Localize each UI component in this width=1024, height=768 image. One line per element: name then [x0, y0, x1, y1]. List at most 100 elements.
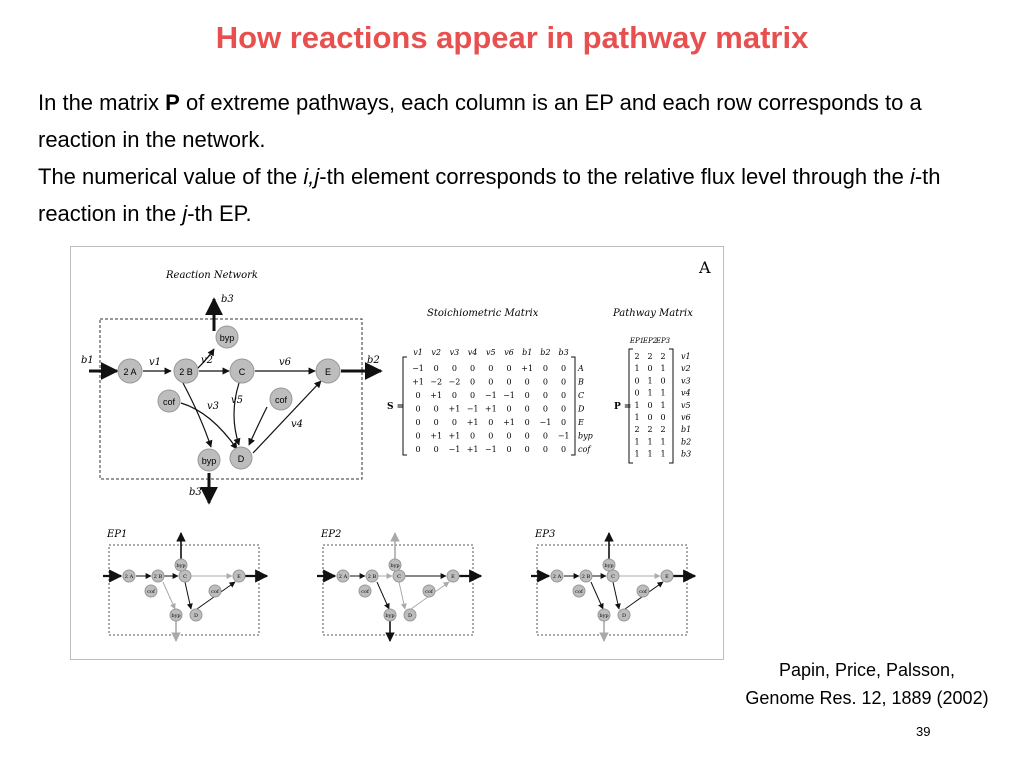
node-d: [229, 446, 253, 470]
v5-arrow: [233, 382, 241, 446]
pathway-bracket-right: [669, 348, 674, 464]
stoich-cell: 0: [561, 378, 566, 387]
node-2a: [117, 358, 143, 384]
stoich-cell: 0: [452, 391, 457, 400]
stoich-cell: 0: [561, 445, 566, 454]
pathway-cell: 2: [634, 425, 639, 434]
ep-node-cof-right-label: cof: [425, 589, 434, 595]
stoich-bracket-right: [571, 356, 576, 456]
stoich-column-header: b1: [522, 348, 532, 357]
panel-label: A: [698, 258, 711, 277]
pathway-bracket-left: [628, 348, 633, 464]
stoich-cell: 0: [525, 445, 530, 454]
stoich-cell: 0: [543, 445, 548, 454]
stoich-column-header: v4: [468, 348, 478, 357]
stoich-cell: +1: [485, 405, 497, 414]
pathway-cell: 1: [660, 437, 665, 446]
node-byp-top: [215, 325, 239, 349]
node-c-label: C: [239, 367, 246, 377]
paragraph-1: In the matrix P of extreme pathways, eac…: [38, 90, 922, 152]
stoich-title: Stoichiometric Matrix: [427, 308, 539, 319]
ep-node-d-label: D: [622, 613, 626, 619]
pathway-cell: 1: [634, 450, 639, 459]
stoich-cell: −1: [485, 445, 497, 454]
stoich-cell: 0: [434, 445, 439, 454]
stoich-cell: 0: [470, 391, 475, 400]
pathway-row-label: b2: [681, 437, 691, 446]
v6-label: v6: [279, 357, 292, 368]
pathway-cell: 1: [647, 450, 652, 459]
ep-node-byp-top: [602, 558, 616, 572]
stoich-cell: 0: [434, 418, 439, 427]
stoich-cell: 0: [452, 364, 457, 373]
node-cof-right-label: cof: [275, 395, 288, 405]
pathway-title: Pathway Matrix: [612, 308, 693, 319]
stoich-cell: 0: [506, 378, 511, 387]
network-boundary: [99, 318, 363, 480]
ep-v5-arrow: [612, 581, 621, 610]
stoich-cell: 0: [543, 378, 548, 387]
node-cof-right: [269, 387, 293, 411]
b2-label: b2: [367, 355, 380, 366]
stoich-cell: 0: [415, 432, 420, 441]
pathway-cell: 0: [647, 413, 652, 422]
stoich-cell: −1: [558, 432, 570, 441]
pathway-cell: 1: [634, 437, 639, 446]
ep-node-e: [232, 569, 246, 583]
v4-label: v4: [291, 419, 303, 430]
stoich-cell: 0: [525, 432, 530, 441]
stoich-cell: +1: [467, 445, 479, 454]
stoich-cell: 0: [561, 405, 566, 414]
stoich-row-label: byp: [578, 432, 593, 441]
v2-byp-arrow: [196, 348, 215, 370]
b3-bottom-label: b3: [189, 487, 202, 498]
slide-title: How reactions appear in pathway matrix: [215, 20, 809, 55]
node-d-label: D: [238, 454, 245, 464]
stoich-cell: −1: [540, 418, 552, 427]
ep-panel-boundary: [108, 544, 260, 636]
ep-panel-title: EP2: [320, 529, 341, 540]
ep-node-e-label: E: [451, 574, 455, 580]
pathway-cell: 1: [660, 389, 665, 398]
pathway-column-header: EP3: [655, 337, 671, 345]
node-byp-top-label: byp: [220, 333, 235, 343]
ep-node-cof-left-label: cof: [147, 589, 156, 595]
pathway-cell: 0: [634, 376, 639, 385]
stoich-cell: −1: [467, 405, 479, 414]
stoich-cell: 0: [561, 364, 566, 373]
stoich-cell: 0: [470, 432, 475, 441]
stoich-column-header: v3: [450, 348, 460, 357]
ep-node-byp-bottom: [597, 608, 611, 622]
pathway-row-label: b1: [681, 425, 691, 434]
ep-node-d-label: D: [194, 613, 198, 619]
pathway-row-label: v3: [681, 376, 691, 385]
pathway-cell: 0: [647, 364, 652, 373]
figure-svg: A Reaction Network b3 b1 v1 v2 v6 b2 v3 …: [81, 258, 711, 642]
node-2b: [173, 358, 199, 384]
stoich-cell: +1: [449, 432, 461, 441]
b1-label: b1: [81, 355, 94, 366]
node-e: [315, 358, 341, 384]
v4-arrow: [252, 380, 322, 454]
v4-cof-arrow: [248, 406, 268, 446]
pathway-cell: 2: [660, 425, 665, 434]
pathway-row-label: b3: [681, 450, 691, 459]
ep-v3-arrow: [162, 581, 176, 610]
ep-node-cof-right: [636, 584, 650, 598]
v3-cof-arrow: [180, 402, 238, 450]
stoich-cell: 0: [415, 391, 420, 400]
ep-panel-title: EP3: [534, 529, 555, 540]
ep-node-d-label: D: [408, 613, 412, 619]
ep-node-cof-right: [422, 584, 436, 598]
ep-node-2a-label: 2 A: [339, 574, 348, 580]
stoich-cell: 0: [525, 405, 530, 414]
stoich-cell: 0: [506, 445, 511, 454]
stoich-row-label: E: [577, 418, 584, 427]
ep-node-c-label: C: [611, 574, 615, 580]
stoich-cell: −2: [430, 378, 442, 387]
stoich-cell: +1: [467, 418, 479, 427]
pathway-row-label: v1: [681, 352, 691, 361]
